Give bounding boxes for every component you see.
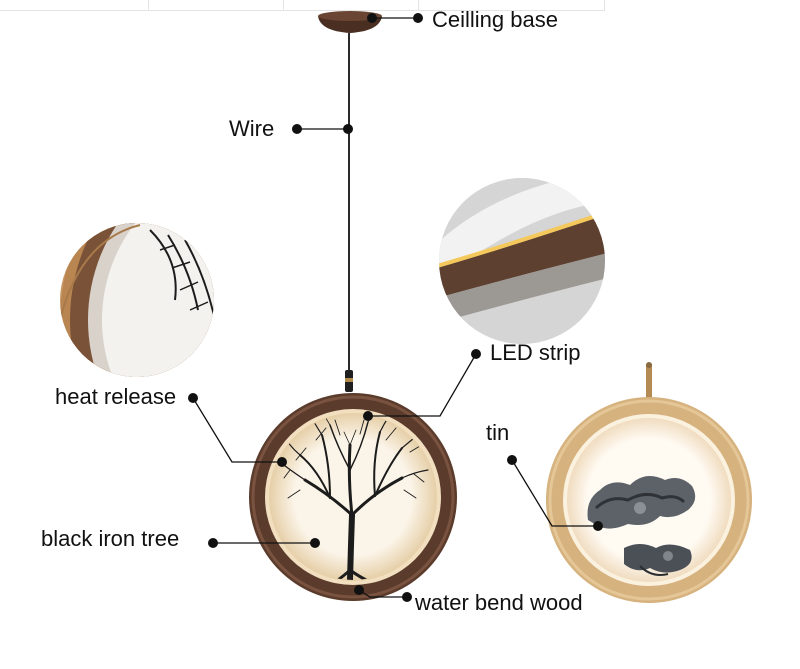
iron-tree-icon (279, 414, 429, 580)
led-strip-detail (439, 178, 605, 344)
water-bend-wood-label: water bend wood (415, 590, 583, 615)
ceiling-base-label: Ceilling base (432, 7, 558, 32)
top-strip (0, 0, 800, 11)
leader-dots (188, 13, 603, 602)
lightwood-lamp (546, 362, 752, 603)
tin-label: tin (486, 420, 510, 445)
wire-label: Wire (229, 116, 275, 141)
tin-sculpture-icon (587, 476, 696, 576)
heat-release-label: heat release (55, 384, 177, 409)
leader-lines (192, 17, 598, 598)
ceiling-base (318, 11, 382, 33)
black-iron-tree-label: black iron tree (41, 526, 180, 551)
led-strip-label: LED strip (490, 340, 581, 365)
walnut-lamp (249, 393, 457, 601)
